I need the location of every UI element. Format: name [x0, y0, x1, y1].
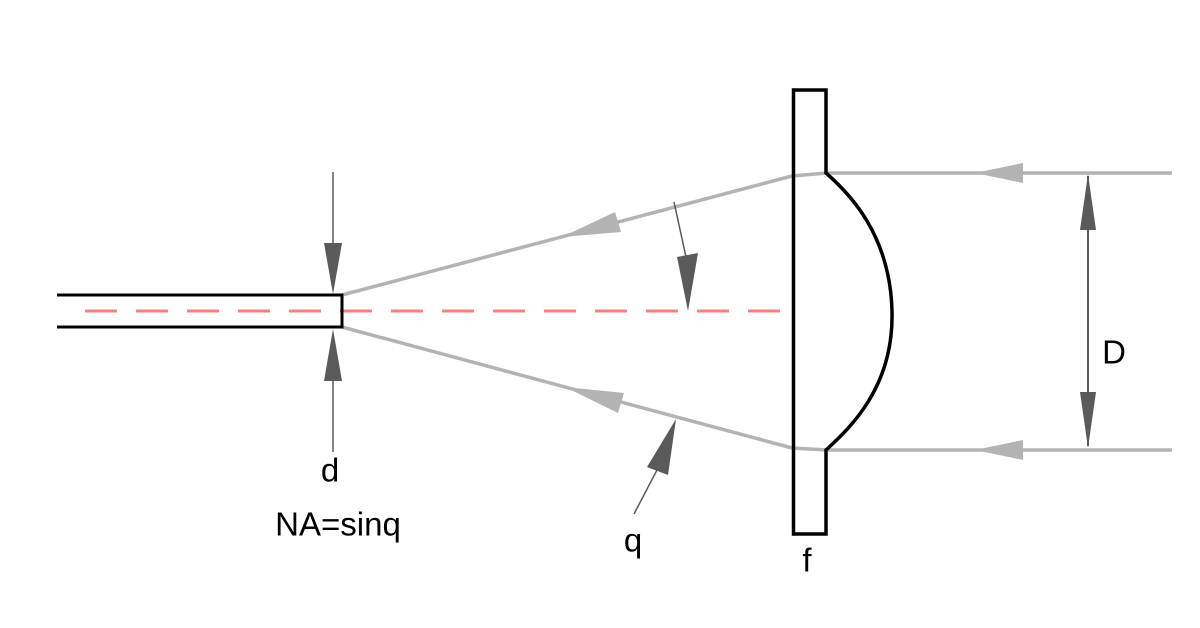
D-bottom-arrowhead-icon [1080, 392, 1096, 448]
angle-lower-leader-stem [633, 469, 658, 515]
angle-upper-arrowhead-icon [677, 253, 698, 311]
beam-diameter-dimension [1080, 174, 1096, 448]
upper-ray [341, 171, 1172, 297]
angle-upper-leader-stem [673, 201, 687, 258]
upper-ray-arrowhead-icon [562, 212, 621, 237]
d-bottom-arrowhead-icon [324, 329, 342, 381]
D-top-arrowhead-icon [1080, 174, 1096, 230]
numerical-aperture-label: NA=sinq [275, 505, 401, 543]
lower-ray [341, 325, 1172, 452]
beam-diameter-label: D [1102, 333, 1126, 371]
d-top-arrowhead-icon [324, 243, 342, 294]
divergence-angle-label: q [623, 521, 643, 559]
angle-leaders [633, 201, 698, 515]
lens-outline [791, 88, 894, 536]
fiber-body [57, 293, 344, 329]
fiber-diameter-dimension [324, 172, 342, 452]
light-rays [341, 163, 1172, 460]
fiber-diameter-label: d [320, 451, 340, 489]
upper-beam-arrowhead-icon [975, 163, 1023, 183]
focal-length-label: f [802, 541, 812, 579]
lower-beam-arrowhead-icon [975, 440, 1023, 460]
angle-lower-arrowhead-icon [647, 419, 676, 475]
lower-ray-arrowhead-icon [565, 387, 624, 413]
